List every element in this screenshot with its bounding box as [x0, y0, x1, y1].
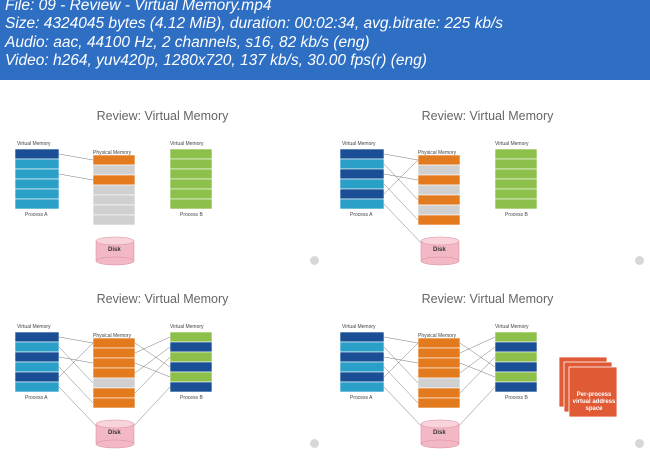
- virtual-memory-label: Virtual Memory: [17, 141, 51, 147]
- process-a-label: Process A: [350, 212, 373, 218]
- virtual-memory-diagram: [339, 148, 538, 266]
- physical-memory: [417, 154, 461, 226]
- per-process-label: Per-process virtual address space: [572, 392, 616, 412]
- thumbnail-2: Review: Virtual Memory: [325, 87, 650, 273]
- physical-memory: [92, 337, 136, 409]
- audio-line: Audio: aac, 44100 Hz, 2 channels, s16, 8…: [5, 34, 370, 51]
- physical-memory-label: Physical Memory: [418, 150, 457, 156]
- file-info-header: File: 09 - Review - Virtual Memory.mp4 S…: [0, 0, 650, 80]
- process-a-label: Process A: [350, 395, 373, 401]
- physical-memory: [92, 154, 136, 226]
- slide-nav-button[interactable]: [310, 256, 319, 265]
- slide-title: Review: Virtual Memory: [96, 292, 229, 306]
- right-virtual-memory-label: Virtual Memory: [495, 141, 529, 147]
- mapping-arrows: [383, 153, 426, 248]
- size-line: Size: 4324045 bytes (4.12 MiB), duration…: [5, 15, 504, 32]
- physical-memory: [417, 337, 461, 409]
- mapping-arrows: [58, 153, 94, 181]
- disk-icon: [95, 419, 135, 449]
- right-virtual-memory-label: Virtual Memory: [170, 324, 204, 330]
- disk-icon: [420, 236, 460, 266]
- thumbnail-3: Review: Virtual Memory: [0, 270, 325, 456]
- physical-memory-label: Physical Memory: [418, 333, 457, 339]
- process-a-virtual-memory: [339, 148, 385, 210]
- virtual-memory-label: Virtual Memory: [17, 324, 51, 330]
- slide-nav-button[interactable]: [310, 439, 319, 448]
- virtual-memory-diagram: [14, 148, 213, 266]
- process-b-label: Process B: [180, 395, 203, 401]
- process-b-virtual-memory: [169, 331, 213, 393]
- process-b-virtual-memory: [169, 148, 213, 210]
- thumbnail-1: Review: Virtual Memory: [0, 87, 325, 273]
- file-name-line: File: 09 - Review - Virtual Memory.mp4: [5, 0, 272, 14]
- mapping-arrows: [383, 336, 496, 431]
- video-line: Video: h264, yuv420p, 1280x720, 137 kb/s…: [5, 52, 427, 69]
- process-b-virtual-memory: [494, 331, 538, 393]
- disk-label: Disk: [433, 430, 446, 436]
- slide-title: Review: Virtual Memory: [421, 292, 554, 306]
- process-a-label: Process A: [25, 212, 48, 218]
- virtual-memory-diagram: [339, 331, 618, 449]
- virtual-memory-label: Virtual Memory: [342, 324, 376, 330]
- disk-icon: [95, 236, 135, 266]
- slide-title: Review: Virtual Memory: [96, 109, 229, 123]
- slide-nav-button[interactable]: [635, 256, 644, 265]
- right-virtual-memory-label: Virtual Memory: [170, 141, 204, 147]
- process-b-label: Process B: [180, 212, 203, 218]
- disk-icon: [420, 419, 460, 449]
- slide-title: Review: Virtual Memory: [421, 109, 554, 123]
- process-b-virtual-memory: [494, 148, 538, 210]
- mapping-arrows: [58, 336, 171, 431]
- thumbnail-4: Review: Virtual Memory: [325, 270, 650, 456]
- disk-label: Disk: [108, 247, 121, 253]
- process-b-label: Process B: [505, 212, 528, 218]
- process-a-virtual-memory: [14, 148, 60, 210]
- process-b-label: Process B: [505, 395, 528, 401]
- slide-nav-button[interactable]: [635, 439, 644, 448]
- disk-label: Disk: [433, 247, 446, 253]
- per-process-address-space-icon: [558, 356, 618, 418]
- disk-label: Disk: [108, 430, 121, 436]
- process-a-virtual-memory: [14, 331, 60, 393]
- right-virtual-memory-label: Virtual Memory: [495, 324, 529, 330]
- virtual-memory-diagram: [14, 331, 213, 449]
- process-a-virtual-memory: [339, 331, 385, 393]
- virtual-memory-label: Virtual Memory: [342, 141, 376, 147]
- process-a-label: Process A: [25, 395, 48, 401]
- thumbnail-grid: Review: Virtual Memory: [0, 80, 650, 456]
- physical-memory-label: Physical Memory: [93, 333, 132, 339]
- physical-memory-label: Physical Memory: [93, 150, 132, 156]
